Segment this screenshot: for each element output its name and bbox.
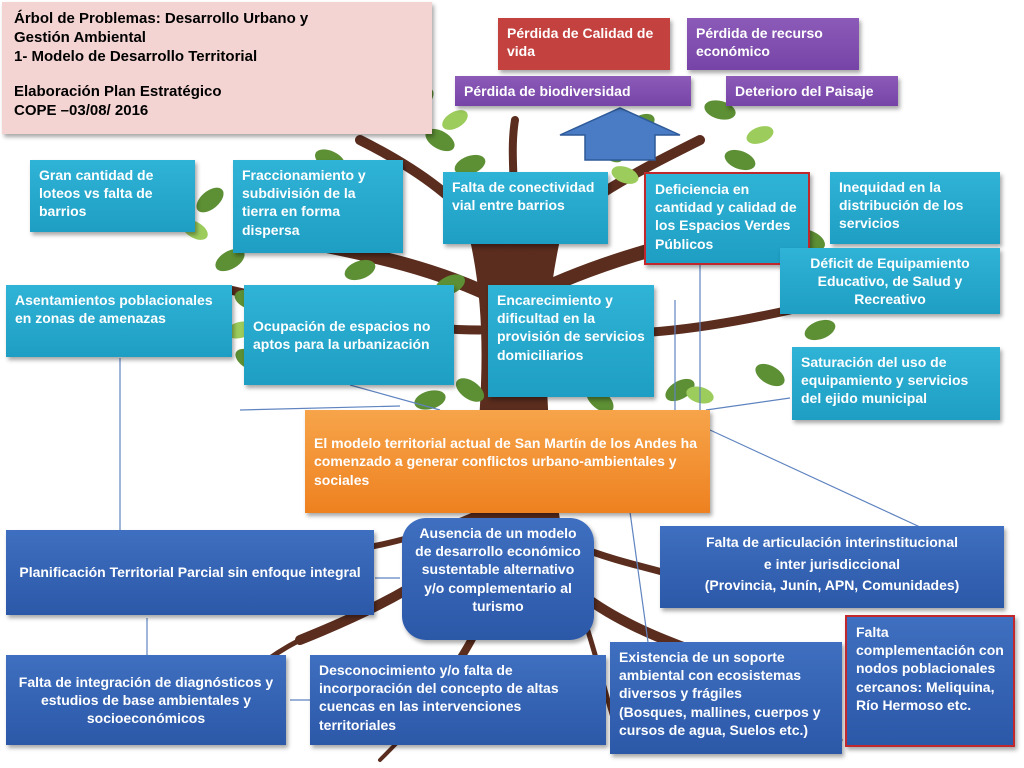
cause-planificacion-text: Planificación Territorial Parcial sin en…	[19, 564, 361, 581]
title-line-2: Gestión Ambiental	[14, 28, 146, 46]
problem-saturacion: Saturación del uso de equipamiento y ser…	[792, 347, 1000, 420]
effect-calidad-vida-text: Pérdida de Calidad de vida	[507, 25, 654, 60]
effect-paisaje-text: Deterioro del Paisaje	[735, 83, 874, 99]
cause-articulacion: Falta de articulación interinstitucional…	[660, 526, 1004, 608]
problem-encarecimiento-text: Encarecimiento y dificultad en la provis…	[497, 292, 645, 363]
title-spacer	[14, 66, 420, 83]
cause-soporte-line-2: (Bosques, mallines, cuerpos y cursos de …	[619, 703, 821, 738]
effect-paisaje: Deterioro del Paisaje	[726, 76, 898, 106]
cause-articulacion-line-1: Falta de articulación interinstitucional	[705, 534, 959, 550]
problem-fraccionamiento-text: Fraccionamiento y subdivisión de la tier…	[242, 167, 366, 238]
problem-encarecimiento: Encarecimiento y dificultad en la provis…	[488, 285, 654, 397]
cause-ausencia-modelo: Ausencia de un modelo de desarrollo econ…	[402, 518, 594, 640]
up-arrow-icon	[559, 107, 681, 161]
cause-complementacion-text: Falta complementación con nodos poblacio…	[856, 624, 1004, 713]
problem-loteos-text: Gran cantidad de loteos vs falta de barr…	[39, 167, 154, 220]
central-problem: El modelo territorial actual de San Mart…	[305, 410, 710, 513]
effect-biodiversidad: Pérdida de biodiversidad	[455, 76, 691, 106]
cause-ausencia-modelo-text: Ausencia de un modelo de desarrollo econ…	[415, 525, 581, 614]
problem-inequidad-text: Inequidad en la distribución de los serv…	[839, 179, 964, 232]
problem-deficit-text: Déficit de Equipamiento Educativo, de Sa…	[810, 255, 970, 308]
cause-soporte-ambiental: Existencia de un soporte ambiental con e…	[610, 642, 842, 754]
effect-biodiversidad-text: Pérdida de biodiversidad	[464, 83, 631, 99]
problem-saturacion-text: Saturación del uso de equipamiento y ser…	[801, 354, 969, 407]
cause-soporte-line-1: Existencia de un soporte ambiental con e…	[619, 649, 802, 702]
cause-articulacion-line-2: e inter jurisdiccional	[763, 555, 901, 572]
central-problem-text: El modelo territorial actual de San Mart…	[314, 435, 698, 488]
problem-fraccionamiento: Fraccionamiento y subdivisión de la tier…	[233, 160, 403, 253]
title-line-3: 1- Modelo de Desarrollo Territorial	[14, 47, 258, 65]
cause-articulacion-line-3: (Provincia, Junín, APN, Comunidades)	[704, 577, 960, 594]
problem-ocupacion: Ocupación de espacios no aptos para la u…	[244, 285, 454, 385]
effect-calidad-vida: Pérdida de Calidad de vida	[498, 18, 670, 70]
cause-desconocimiento: Desconocimiento y/o falta de incorporaci…	[310, 655, 606, 745]
problem-asentamientos: Asentamientos poblacionales en zonas de …	[6, 285, 232, 357]
problem-conectividad-text: Falta de conectividad vial entre barrios	[452, 179, 595, 214]
problem-loteos: Gran cantidad de loteos vs falta de barr…	[30, 160, 195, 232]
problem-conectividad: Falta de conectividad vial entre barrios	[443, 172, 608, 244]
problem-asentamientos-text: Asentamientos poblacionales en zonas de …	[15, 292, 213, 327]
cause-integracion: Falta de integración de diagnósticos y e…	[6, 655, 286, 745]
title-line-1: Árbol de Problemas: Desarrollo Urbano y	[14, 10, 309, 27]
cause-complementacion: Falta complementación con nodos poblacio…	[845, 615, 1015, 747]
problem-espacios-verdes-text: Deficiencia en cantidad y calidad de los…	[655, 181, 797, 252]
title-line-5: Elaboración Plan Estratégico	[14, 83, 222, 101]
cause-integracion-text: Falta de integración de diagnósticos y e…	[18, 673, 274, 727]
title-box: Árbol de Problemas: Desarrollo Urbano y …	[2, 2, 432, 134]
problem-inequidad: Inequidad en la distribución de los serv…	[830, 172, 1000, 244]
problem-deficit: Déficit de Equipamiento Educativo, de Sa…	[780, 248, 1000, 314]
title-line-6: COPE –03/08/ 2016	[14, 102, 149, 119]
problem-ocupacion-text: Ocupación de espacios no aptos para la u…	[253, 317, 431, 352]
effect-recurso-economico-text: Pérdida de recurso económico	[696, 25, 823, 60]
cause-desconocimiento-text: Desconocimiento y/o falta de incorporaci…	[319, 662, 559, 733]
effect-recurso-economico: Pérdida de recurso económico	[687, 18, 859, 70]
cause-planificacion: Planificación Territorial Parcial sin en…	[6, 530, 374, 615]
